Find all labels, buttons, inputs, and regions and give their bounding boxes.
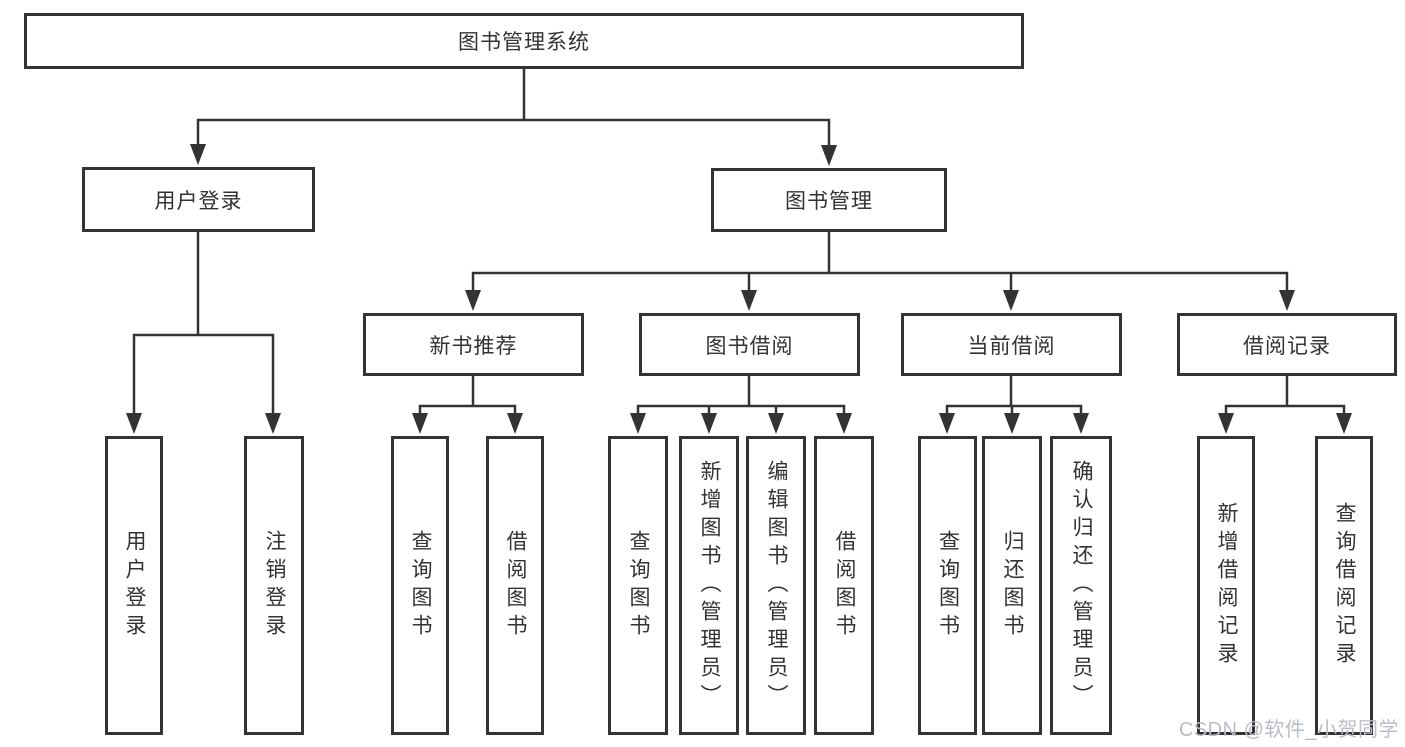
node-root-label: 图书管理系统 [458, 31, 590, 54]
leaf-edit-book-admin-label: 编辑图书（管理员） [765, 459, 788, 712]
leaf-return-book: 归还图书 [982, 436, 1042, 735]
node-book-borrow-label: 图书借阅 [705, 334, 794, 358]
leaf-confirm-return-admin: 确认归还（管理员） [1050, 436, 1112, 735]
leaf-edit-book-admin: 编辑图书（管理员） [746, 436, 806, 735]
node-user-login-label: 用户登录 [154, 189, 243, 213]
leaf-recommend-query-book: 查询图书 [391, 436, 449, 735]
leaf-recommend-query-book-label: 查询图书 [409, 529, 432, 642]
leaf-borrow-query-book-label: 查询图书 [627, 529, 650, 642]
node-borrow-records-label: 借阅记录 [1243, 334, 1331, 358]
leaf-add-borrow-record-label: 新增借阅记录 [1215, 501, 1238, 670]
leaf-return-book-label: 归还图书 [1001, 529, 1024, 642]
node-book-management-label: 图书管理 [785, 190, 873, 213]
node-new-book-recommend: 新书推荐 [363, 313, 584, 376]
leaf-query-borrow-record: 查询借阅记录 [1315, 436, 1373, 735]
leaf-confirm-return-admin-label: 确认归还（管理员） [1070, 459, 1093, 712]
leaf-user-login-label: 用户登录 [123, 529, 146, 642]
node-new-book-recommend-label: 新书推荐 [429, 334, 518, 358]
node-book-borrow: 图书借阅 [639, 313, 860, 376]
node-book-management: 图书管理 [711, 168, 947, 232]
leaf-query-borrow-record-label: 查询借阅记录 [1333, 501, 1356, 670]
leaf-add-book-admin-label: 新增图书（管理员） [698, 459, 721, 712]
leaf-current-query-book-label: 查询图书 [936, 529, 960, 642]
leaf-add-book-admin: 新增图书（管理员） [679, 436, 739, 735]
node-current-borrow: 当前借阅 [901, 313, 1122, 376]
leaf-current-query-book: 查询图书 [918, 436, 977, 735]
csdn-watermark: CSDN @软件_小贺同学 [1178, 719, 1399, 741]
node-root: 图书管理系统 [24, 13, 1024, 69]
leaf-add-borrow-record: 新增借阅记录 [1197, 436, 1255, 735]
leaf-logout: 注销登录 [244, 436, 304, 735]
node-user-login: 用户登录 [82, 167, 315, 232]
leaf-borrow-query-book: 查询图书 [608, 436, 668, 735]
leaf-borrow-book-label: 借阅图书 [833, 529, 856, 642]
leaf-recommend-borrow-book-label: 借阅图书 [504, 529, 527, 642]
leaf-user-login: 用户登录 [105, 436, 163, 735]
node-borrow-records: 借阅记录 [1177, 313, 1397, 376]
leaf-recommend-borrow-book: 借阅图书 [486, 436, 544, 735]
node-current-borrow-label: 当前借阅 [967, 334, 1056, 358]
leaf-borrow-book: 借阅图书 [814, 436, 874, 735]
leaf-logout-label: 注销登录 [263, 529, 286, 642]
